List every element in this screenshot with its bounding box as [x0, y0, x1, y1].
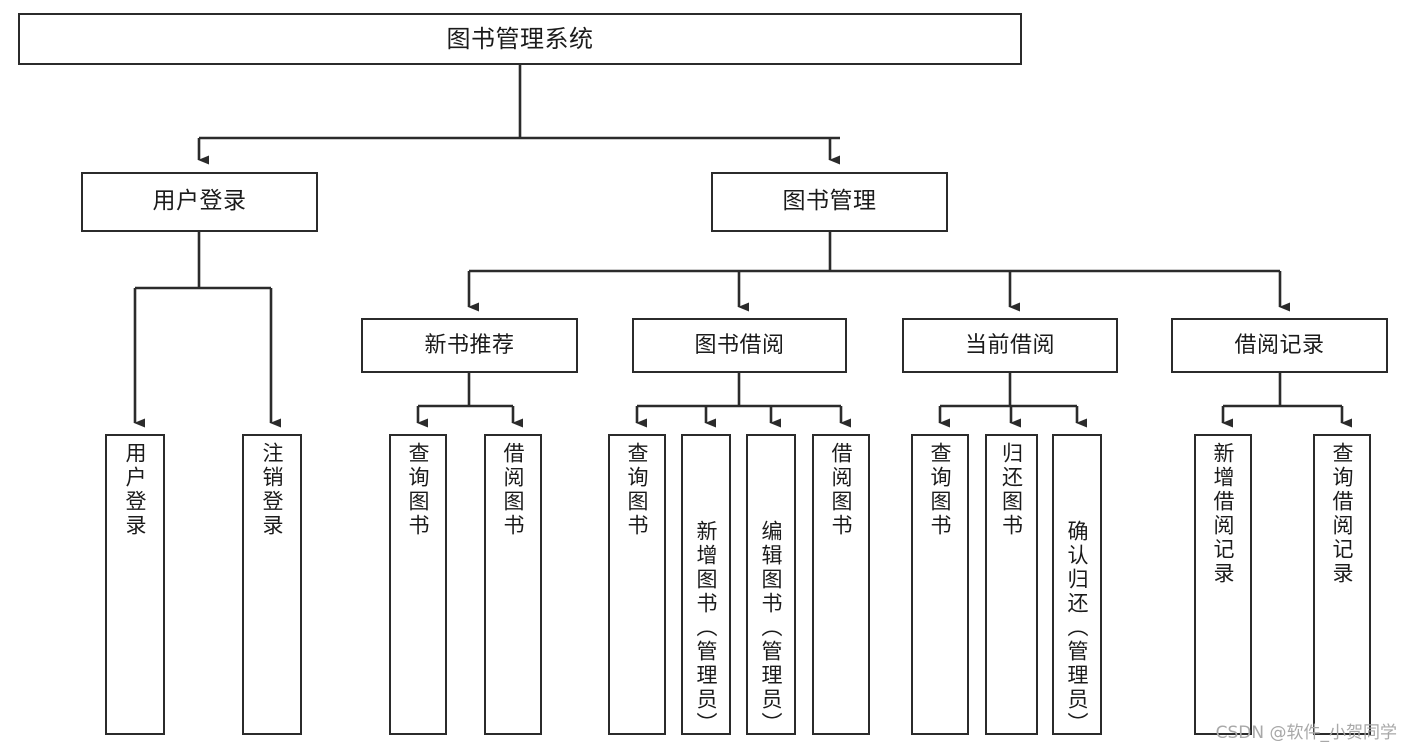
node-root-label: 图书管理系统 [446, 24, 594, 53]
node-leaf-logout[interactable]: 注销登录 [242, 434, 302, 735]
node-leaf-query-book-1[interactable]: 查询图书 [389, 434, 447, 735]
node-new-book-rec[interactable]: 新书推荐 [361, 318, 578, 373]
node-leaf-add-book[interactable]: 新增图书（管理员） [681, 434, 731, 736]
node-user-login[interactable]: 用户登录 [81, 172, 318, 232]
node-leaf-borrow-book-2-label: 借阅图书 [829, 442, 854, 538]
node-leaf-edit-book-label: 编辑图书（管理员） [759, 520, 784, 736]
node-leaf-confirm-return-label: 确认归还（管理员） [1065, 520, 1090, 736]
node-new-book-rec-label: 新书推荐 [424, 332, 515, 358]
node-leaf-user-login[interactable]: 用户登录 [105, 434, 165, 735]
node-leaf-query-book-3[interactable]: 查询图书 [911, 434, 969, 735]
node-leaf-borrow-book-1-label: 借阅图书 [501, 442, 526, 538]
node-leaf-confirm-return[interactable]: 确认归还（管理员） [1052, 434, 1102, 736]
node-leaf-add-record-label: 新增借阅记录 [1211, 442, 1236, 586]
node-leaf-return-book-label: 归还图书 [999, 442, 1024, 538]
node-leaf-user-login-label: 用户登录 [123, 442, 148, 538]
node-root-system[interactable]: 图书管理系统 [18, 13, 1022, 65]
node-leaf-add-record[interactable]: 新增借阅记录 [1194, 434, 1252, 735]
node-book-borrow[interactable]: 图书借阅 [632, 318, 847, 373]
node-book-manage-label: 图书管理 [782, 188, 877, 215]
node-leaf-borrow-book-1[interactable]: 借阅图书 [484, 434, 542, 735]
node-borrow-record[interactable]: 借阅记录 [1171, 318, 1388, 373]
node-borrow-record-label: 借阅记录 [1234, 332, 1325, 358]
node-leaf-query-record[interactable]: 查询借阅记录 [1313, 434, 1371, 735]
node-leaf-logout-label: 注销登录 [260, 442, 285, 538]
node-leaf-query-book-1-label: 查询图书 [406, 442, 431, 538]
node-leaf-borrow-book-2[interactable]: 借阅图书 [812, 434, 870, 735]
node-leaf-query-book-3-label: 查询图书 [928, 442, 953, 538]
node-book-borrow-label: 图书借阅 [694, 332, 785, 358]
node-current-borrow-label: 当前借阅 [964, 332, 1055, 358]
node-user-login-label: 用户登录 [152, 188, 247, 215]
node-current-borrow[interactable]: 当前借阅 [902, 318, 1118, 373]
node-leaf-edit-book[interactable]: 编辑图书（管理员） [746, 434, 796, 736]
node-book-manage[interactable]: 图书管理 [711, 172, 948, 232]
node-leaf-add-book-label: 新增图书（管理员） [694, 520, 719, 736]
watermark-text: CSDN @软件_小贺同学 [1215, 723, 1397, 743]
node-leaf-query-record-label: 查询借阅记录 [1330, 442, 1355, 586]
node-leaf-return-book[interactable]: 归还图书 [985, 434, 1038, 735]
node-leaf-query-book-2[interactable]: 查询图书 [608, 434, 666, 735]
node-leaf-query-book-2-label: 查询图书 [625, 442, 650, 538]
